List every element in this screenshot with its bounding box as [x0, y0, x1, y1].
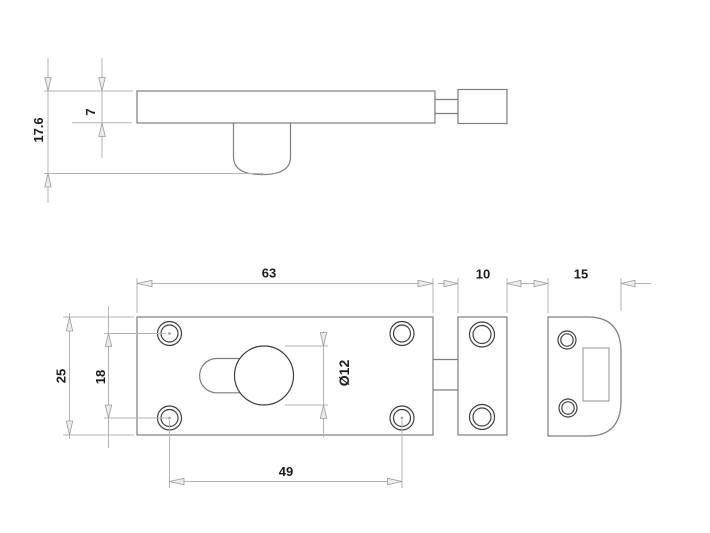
side-view-plate [136, 90, 436, 124]
dimension-label-hole-column-spacing: 49 [279, 464, 293, 479]
arrowhead [506, 279, 522, 288]
dimension-label-plate-length: 63 [262, 266, 276, 281]
keeper-hole-inner [561, 401, 575, 415]
arrowhead [169, 477, 185, 486]
dimension-label-keeper-width: 15 [574, 267, 588, 282]
keeper-hole-outer [557, 330, 577, 350]
arrowhead [319, 404, 328, 419]
arrowhead [417, 279, 434, 288]
keeper-plate [547, 316, 622, 437]
dimension-label-bolt-diameter: Ø12 [336, 360, 352, 387]
arrowhead [98, 122, 106, 137]
dimension-label-hole-row-spacing: 18 [93, 370, 108, 384]
keeper-hole-inner [560, 333, 574, 347]
plan-view [136, 316, 622, 437]
arrowhead [98, 77, 106, 92]
keyhole-slot [199, 357, 240, 394]
arrowhead [443, 279, 459, 288]
hole-center-mark [168, 332, 171, 335]
arrowhead [44, 77, 52, 92]
guide-hole-inner [472, 407, 492, 427]
arrowhead [104, 333, 113, 347]
arrowhead [65, 420, 74, 436]
arrowhead [65, 316, 74, 332]
side-view-dimensions: 17.6 7 [31, 58, 263, 203]
guide-hole-inner [472, 324, 492, 345]
arrowhead [104, 404, 113, 419]
guide-bracket-side [457, 88, 508, 125]
dimension-label-overall-height: 17.6 [31, 117, 46, 142]
hole-center-mark [168, 416, 171, 420]
hole-center-mark [400, 416, 404, 420]
keeper-hole-outer [558, 398, 578, 418]
dimension-label-plate-thickness: 7 [83, 108, 98, 115]
side-elevation-view [136, 88, 508, 176]
bolt-knob-circle [233, 345, 295, 406]
guide-bracket [457, 316, 508, 436]
knob-profile [232, 123, 292, 176]
guide-hole-outer [468, 403, 496, 431]
dimension-label-guide-width: 10 [476, 267, 490, 282]
arrowhead [620, 279, 636, 288]
arrowhead [387, 477, 403, 486]
keeper-slot [582, 347, 610, 402]
arrowhead [44, 173, 52, 188]
dimension-label-plate-height: 25 [54, 369, 69, 383]
plan-top-dimensions: 63 10 15 [136, 266, 651, 313]
arrowhead [319, 332, 328, 347]
guide-hole-outer [468, 321, 496, 348]
plan-left-dimensions: 25 18 [54, 306, 168, 448]
screw-hole-inner [392, 324, 412, 343]
arrowhead [136, 279, 153, 288]
arrowhead [533, 279, 549, 288]
plan-bottom-dimension: 49 [169, 420, 403, 488]
bolt-diameter-dimension: Ø12 [285, 331, 352, 437]
screw-hole-outer [389, 320, 415, 347]
plan-view-plate [136, 316, 434, 436]
